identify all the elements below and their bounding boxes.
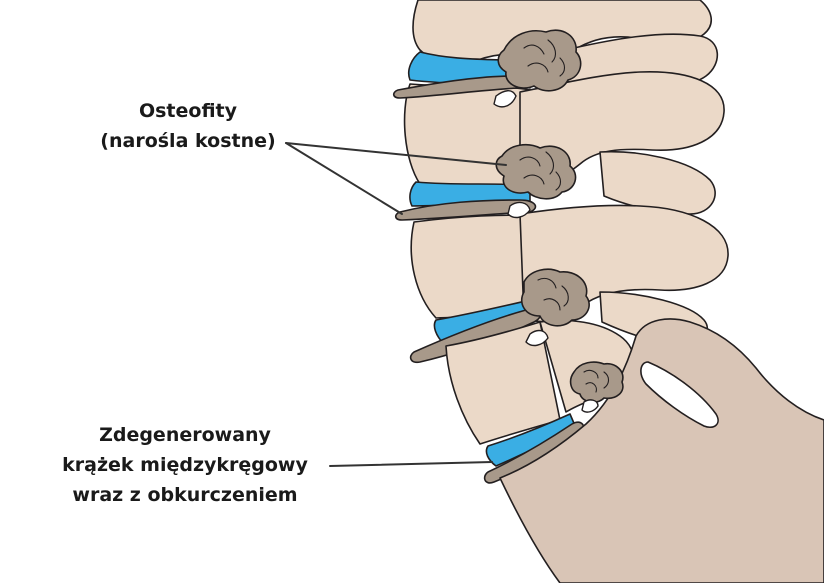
degenerated-disc-label-line1: Zdegenerowany	[99, 424, 271, 446]
facet-joints	[493, 90, 599, 413]
osteophytes-label-line2: (narośla kostne)	[100, 130, 276, 152]
degenerated-disc-label: Zdegenerowany krążek międzykręgowy wraz …	[40, 420, 330, 510]
pointer-lines	[285, 142, 507, 467]
pointer-degenerated-disc	[329, 461, 493, 467]
pointer-disc-sliver	[285, 142, 403, 215]
disc-sliver-3	[409, 308, 542, 364]
pointer-osteophyte	[285, 142, 507, 166]
osteophytes-label: Osteofity (narośla kostne)	[88, 96, 288, 156]
osteophytes-label-line1: Osteofity	[138, 100, 238, 122]
degenerated-disc-label-line3: wraz z obkurczeniem	[72, 484, 298, 506]
degenerated-disc-label-line2: krążek międzykręgowy	[62, 454, 308, 476]
sacral-notch	[640, 361, 719, 429]
osteophyte-2	[495, 143, 577, 200]
osteophyte-3	[520, 268, 590, 327]
sacrum	[499, 318, 824, 583]
osteophyte-texture	[519, 39, 610, 393]
vertebra-2	[403, 71, 725, 215]
